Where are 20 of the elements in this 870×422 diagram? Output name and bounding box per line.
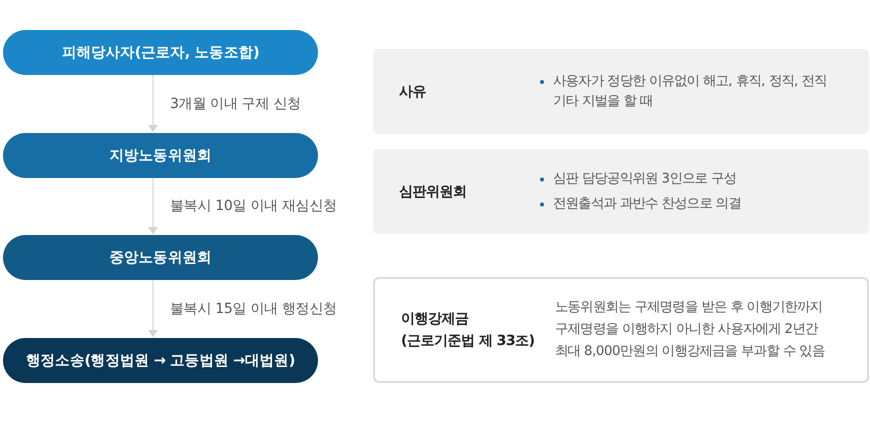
info-panel (373, 49, 869, 134)
info-panel (373, 277, 869, 383)
flow-step-box: 지방노동위원회 (3, 133, 318, 178)
flow-step-box: 행정소송(행정법원 → 고등법원 →대법원) (3, 338, 318, 383)
bullet-text: 사용자가 정당한 이유없이 해고, 휴직, 정직, 전직 기타 지벌을 할 때 (553, 72, 828, 110)
panel-heading: 사유 (399, 82, 426, 102)
flow-step-box: 중앙노동위원회 (3, 235, 318, 280)
arrow (148, 178, 158, 234)
edge-label: 3개월 이내 구제 신청 (170, 94, 301, 112)
flow-step-box: 피해당사자(근로자, 노동조합) (3, 30, 318, 75)
bullet-text: 전원출석과 과반수 찬성으로 의결 (553, 195, 741, 213)
panel-text: 노동위원회는 구제명령을 받은 후 이행기한까지 구제명령을 이행하지 아니한 사용자에게 2년간 최대 8,000만원의 이행강제금을 부과할 수 있음 (555, 299, 826, 361)
edge-label: 불복시 10일 이내 재심신청 (170, 197, 337, 215)
arrow (148, 280, 158, 338)
arrow (148, 74, 158, 132)
panel-heading: 이행강제금 (근로기준법 제 33조) (401, 310, 536, 351)
panel-heading: 심판위원회 (399, 182, 466, 202)
info-panel (373, 149, 869, 234)
edge-label: 불복시 15일 이내 행정신청 (170, 300, 337, 318)
bullet-text: 심판 담당공익위원 3인으로 구성 (553, 170, 736, 188)
